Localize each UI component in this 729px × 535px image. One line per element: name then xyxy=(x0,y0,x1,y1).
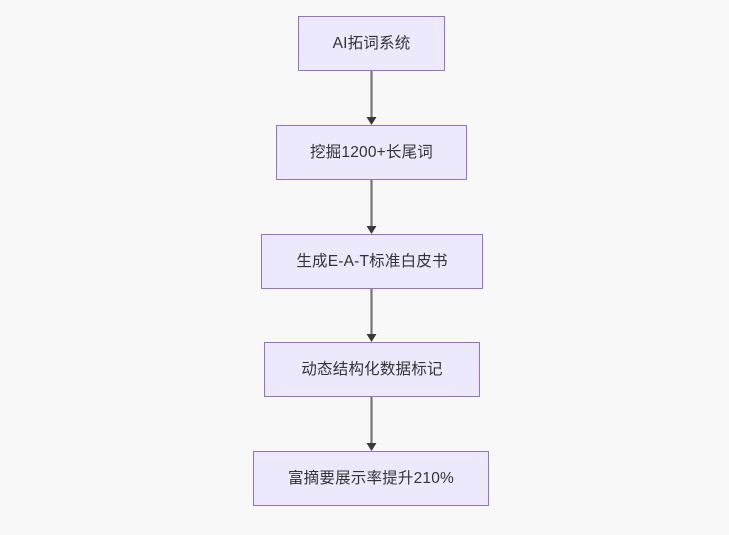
edge-node4-node5 xyxy=(366,397,377,451)
node-label: 挖掘1200+长尾词 xyxy=(309,143,434,161)
node-label: 富摘要展示率提升210% xyxy=(287,469,455,487)
flowchart-node-mine-longtail-keywords[interactable]: 挖掘1200+长尾词 xyxy=(276,125,467,180)
edge-node3-node4 xyxy=(366,289,377,342)
node-label: 动态结构化数据标记 xyxy=(301,360,443,378)
arrowhead-icon xyxy=(366,443,377,451)
arrowhead-icon xyxy=(366,226,377,234)
arrowhead-icon xyxy=(366,334,377,342)
flowchart-node-ai-keyword-system[interactable]: AI拓词系统 xyxy=(298,16,445,71)
node-label: 生成E-A-T标准白皮书 xyxy=(296,252,448,270)
node-label: AI拓词系统 xyxy=(332,34,411,52)
edge-node2-node3 xyxy=(366,180,377,234)
flowchart-node-generate-eat-whitepaper[interactable]: 生成E-A-T标准白皮书 xyxy=(261,234,483,289)
edge-node1-node2 xyxy=(366,71,377,125)
flowchart-node-dynamic-structured-data-markup[interactable]: 动态结构化数据标记 xyxy=(264,342,480,397)
arrowhead-icon xyxy=(366,117,377,125)
flowchart-node-rich-snippet-rate-increase[interactable]: 富摘要展示率提升210% xyxy=(253,451,489,506)
